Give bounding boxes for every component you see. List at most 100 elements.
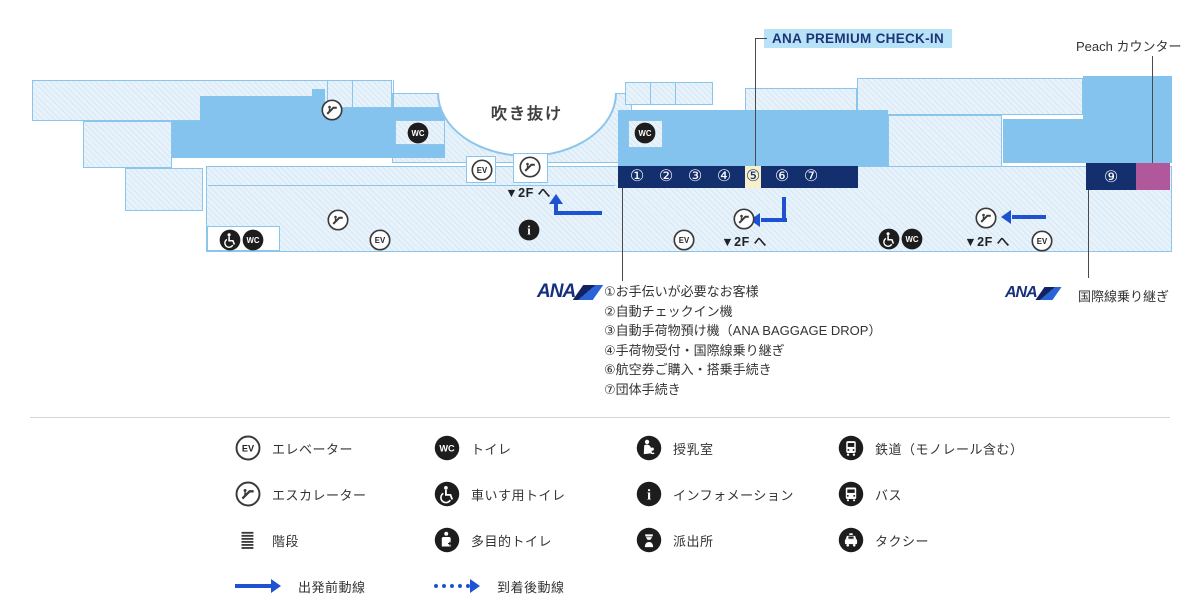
ev-icon: EV — [673, 229, 695, 251]
map-zone-hatched — [857, 78, 1083, 115]
ev-icon: EV — [369, 229, 391, 251]
legend-item: バス — [838, 471, 1038, 517]
ana-service-item: ①お手伝いが必要なお客様 — [604, 284, 759, 299]
escalator-icon — [321, 99, 343, 121]
legend-label: エレベーター — [272, 441, 354, 457]
escalator-icon — [519, 156, 541, 178]
legend-item: 階段 — [235, 517, 435, 563]
legend-label: トイレ — [471, 441, 512, 457]
map-zone-solid — [1083, 76, 1172, 163]
legend-label: エスカレーター — [272, 487, 367, 503]
svg-text:i: i — [527, 224, 531, 238]
escalator-icon — [975, 207, 997, 229]
callout-line — [755, 39, 756, 166]
wheelchair-icon — [219, 229, 241, 251]
wc-icon: WC — [901, 228, 923, 250]
map-zone-hatched — [625, 82, 713, 105]
arrow-solid-icon — [235, 573, 287, 599]
legend-column: 鉄道（モノレール含む） バスタクシー — [838, 425, 1038, 563]
legend-item: 出発前動線 — [235, 563, 435, 609]
nursing-icon — [636, 435, 662, 461]
map-zone-solid — [200, 96, 312, 121]
escalator-icon — [235, 481, 261, 507]
ana-logo: ANA — [537, 281, 604, 303]
svg-text:EV: EV — [242, 443, 255, 453]
svg-text:WC: WC — [247, 236, 260, 245]
arrow-dotted-icon — [434, 573, 486, 599]
legend-item: 鉄道（モノレール含む） — [838, 425, 1038, 471]
legend-label: 車いす用トイレ — [471, 487, 566, 503]
wc-icon: WC — [634, 122, 656, 144]
premium-checkin-label: ANA PREMIUM CHECK-IN — [764, 29, 952, 48]
escalator-icon — [733, 208, 755, 230]
to-2f-label: ▼2F へ — [505, 186, 551, 200]
legend-label: 階段 — [272, 533, 300, 549]
peach-counter-segment — [1136, 163, 1170, 190]
callout-line — [1152, 56, 1153, 163]
police-icon — [636, 527, 662, 553]
legend-label: 多目的トイレ — [471, 533, 553, 549]
ev-icon: EV — [471, 159, 493, 181]
legend-column: WC トイレ車いす用トイレ多目的トイレ到着後動線 — [434, 425, 634, 609]
map-icon-layer: WC EV WC EV EV EV WC WC i — [219, 99, 1053, 252]
intl-transfer-label: 国際線乗り継ぎ — [1078, 289, 1170, 304]
train-icon — [838, 435, 864, 461]
legend-label: 鉄道（モノレール含む） — [875, 441, 1024, 457]
map-zone-hatched — [125, 168, 203, 211]
svg-text:EV: EV — [375, 236, 386, 245]
ana-service-item: ⑦団体手続き — [604, 381, 681, 397]
counter-number: ② — [658, 168, 674, 185]
map-zone-solid — [325, 107, 445, 121]
stairs-icon — [235, 527, 261, 553]
to-2f-label: ▼2F へ — [721, 235, 767, 249]
svg-text:EV: EV — [679, 236, 690, 245]
wheelchair-icon — [878, 228, 900, 250]
ana-logo: ANA — [1005, 284, 1062, 302]
info-icon: i — [636, 481, 662, 507]
legend-label: バス — [875, 487, 903, 503]
ana-service-item: ②自動チェックイン機 — [604, 303, 733, 319]
counter-9-bar: ⑨ — [1086, 163, 1136, 190]
legend-item: エスカレーター — [235, 471, 435, 517]
legend-label: 到着後動線 — [497, 579, 565, 595]
premium-checkin-segment — [745, 166, 761, 188]
legend-column: EV エレベーターエスカレーター階段出発前動線 — [235, 425, 435, 609]
peach-counter-label: Peach カウンター — [1076, 39, 1182, 54]
callout-line — [622, 188, 623, 281]
taxi-icon — [838, 527, 864, 553]
legend-item: WC トイレ — [434, 425, 634, 471]
svg-text:WC: WC — [412, 129, 425, 138]
to-2f-label: ▼2F へ — [964, 235, 1010, 249]
counter-number: ③ — [687, 168, 703, 185]
legend-item: 多目的トイレ — [434, 517, 634, 563]
svg-text:i: i — [647, 487, 651, 503]
counter-number: ⑦ — [803, 168, 819, 185]
legend-item: 到着後動線 — [434, 563, 634, 609]
legend-item: EV エレベーター — [235, 425, 435, 471]
map-zone-solid — [312, 89, 325, 121]
ana-service-item: ④手荷物受付・国際線乗り継ぎ — [604, 342, 785, 358]
legend-label: 授乳室 — [673, 441, 714, 457]
wc-icon: WC — [434, 435, 460, 461]
counter-number: ⑤ — [745, 168, 761, 185]
callout-line — [755, 38, 767, 39]
toilet-box — [395, 120, 445, 145]
counter-number: ⑥ — [774, 168, 790, 185]
escalator-icon — [327, 209, 349, 231]
wc-icon: WC — [242, 229, 264, 251]
callout-line — [1088, 190, 1089, 278]
ev-icon: EV — [235, 435, 261, 461]
svg-text:EV: EV — [1037, 237, 1048, 246]
legend-label: 派出所 — [673, 533, 714, 549]
wc-icon: WC — [407, 122, 429, 144]
legend-item: 車いす用トイレ — [434, 471, 634, 517]
info-icon: i — [518, 219, 540, 241]
legend-label: タクシー — [875, 533, 930, 549]
counter-number: ① — [629, 168, 645, 185]
